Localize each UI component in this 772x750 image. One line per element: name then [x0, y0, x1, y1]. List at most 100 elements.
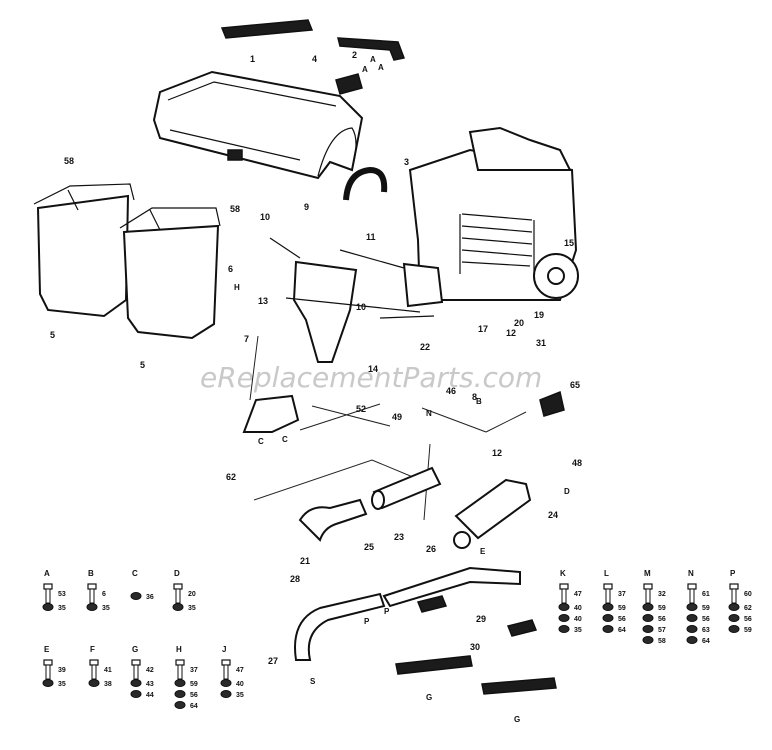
callout-31: 31 — [536, 338, 546, 348]
chute-adapter — [242, 394, 300, 433]
legend-item-number: 59 — [658, 605, 666, 612]
bolt-shank-icon — [731, 588, 737, 604]
grass-bag-right-frame — [119, 207, 221, 231]
baffle-26 — [382, 566, 521, 608]
legend-item-number: 56 — [744, 616, 752, 623]
legend-item-number: 41 — [104, 667, 112, 674]
rod-11 — [339, 249, 405, 269]
callout-8: 8 — [472, 392, 477, 402]
callout-46: 46 — [446, 386, 456, 396]
legend-key-l: L — [604, 569, 609, 578]
callout-3: 3 — [404, 157, 409, 167]
bolt-shank-icon — [605, 588, 611, 604]
bolt-shank-icon — [91, 664, 97, 680]
legend-item-number: 58 — [658, 638, 666, 645]
nut-washer-icon — [558, 603, 570, 611]
callout-25: 25 — [364, 542, 374, 552]
callout-28: 28 — [290, 574, 300, 584]
baffle-27 — [294, 592, 386, 661]
hardware-legend: A5335B635C36D2035E3935F4138G424344H37595… — [42, 569, 752, 710]
legend-item-number: 42 — [146, 667, 154, 674]
tractor-hub — [547, 267, 565, 285]
bolt-shank-icon — [133, 664, 139, 680]
bolt-shank-icon — [89, 588, 95, 604]
legend-item-number: 64 — [702, 638, 710, 645]
nut-washer-icon — [686, 614, 698, 622]
legend-item-number: 53 — [58, 591, 66, 598]
nut-washer-icon — [686, 636, 698, 644]
nut-washer-icon — [174, 701, 186, 709]
legend-key-c: C — [132, 569, 138, 578]
legend-key-p: P — [730, 569, 736, 578]
bolt-head-icon — [221, 659, 231, 666]
callout-9: 9 — [304, 202, 309, 212]
callout-10b: 10 — [356, 302, 366, 312]
nut-washer-icon — [642, 636, 654, 644]
legend-key-b: B — [88, 569, 94, 578]
nut-washer-icon — [130, 592, 142, 600]
letter-g1: G — [426, 693, 432, 702]
callout-48: 48 — [572, 458, 582, 468]
bolt-head-icon — [173, 583, 183, 590]
bolt-shank-icon — [45, 664, 51, 680]
letter-e: E — [480, 547, 486, 556]
legend-item-number: 63 — [702, 627, 710, 634]
bolt-head-icon — [687, 583, 697, 590]
legend-item-number: 59 — [618, 605, 626, 612]
legend-item-number: 6 — [102, 591, 106, 598]
legend-item-number: 39 — [58, 667, 66, 674]
nut-washer-icon — [728, 614, 740, 622]
callout-10a: 10 — [260, 212, 270, 222]
legend-key-f: F — [90, 645, 95, 654]
callout-21: 21 — [300, 556, 310, 566]
legend-item-number: 40 — [574, 616, 582, 623]
letter-b: B — [476, 397, 482, 406]
legend-item-number: 35 — [58, 605, 66, 612]
callout-49: 49 — [392, 412, 402, 422]
legend-item-number: 62 — [744, 605, 752, 612]
blade-adapter-left — [416, 595, 448, 613]
legend-item-number: 36 — [146, 594, 154, 601]
bolt-head-icon — [131, 659, 141, 666]
legend-key-a: A — [44, 569, 50, 578]
bolt-head-icon — [175, 659, 185, 666]
bolt-shank-icon — [45, 588, 51, 604]
bracket-65 — [539, 390, 565, 417]
mounting-bracket — [292, 260, 358, 363]
legend-item-number: 64 — [190, 703, 198, 710]
bolt-head-icon — [603, 583, 613, 590]
legend-item-number: 37 — [618, 591, 626, 598]
bolt-head-icon — [729, 583, 739, 590]
callout-24: 24 — [548, 510, 558, 520]
legend-item-number: 60 — [744, 591, 752, 598]
letter-p1: P — [364, 617, 370, 626]
callout-12a: 12 — [506, 328, 516, 338]
callout-26: 26 — [426, 544, 436, 554]
nut-washer-icon — [602, 625, 614, 633]
callout-29: 29 — [476, 614, 486, 624]
grass-bag-left-frame — [33, 183, 135, 211]
letter-h: H — [234, 283, 240, 292]
bolt-head-icon — [43, 583, 53, 590]
blade-left — [395, 655, 473, 675]
legend-item-number: 40 — [574, 605, 582, 612]
bolt-head-icon — [643, 583, 653, 590]
legend-key-e: E — [44, 645, 50, 654]
callout-7: 7 — [244, 334, 249, 344]
legend-item-number: 59 — [702, 605, 710, 612]
callout-5b: 5 — [140, 360, 145, 370]
letter-c2: C — [282, 435, 288, 444]
letter-a3: A — [362, 65, 368, 74]
nut-washer-icon — [602, 603, 614, 611]
legend-key-k: K — [560, 569, 566, 578]
bolt-shank-icon — [177, 664, 183, 680]
letter-s: S — [310, 677, 316, 686]
chute-cover-latch — [227, 149, 243, 161]
callout-23: 23 — [394, 532, 404, 542]
letter-a1: A — [370, 55, 376, 64]
legend-item-number: 40 — [236, 681, 244, 688]
seal-arc — [343, 166, 388, 201]
callout-1: 1 — [250, 54, 255, 64]
